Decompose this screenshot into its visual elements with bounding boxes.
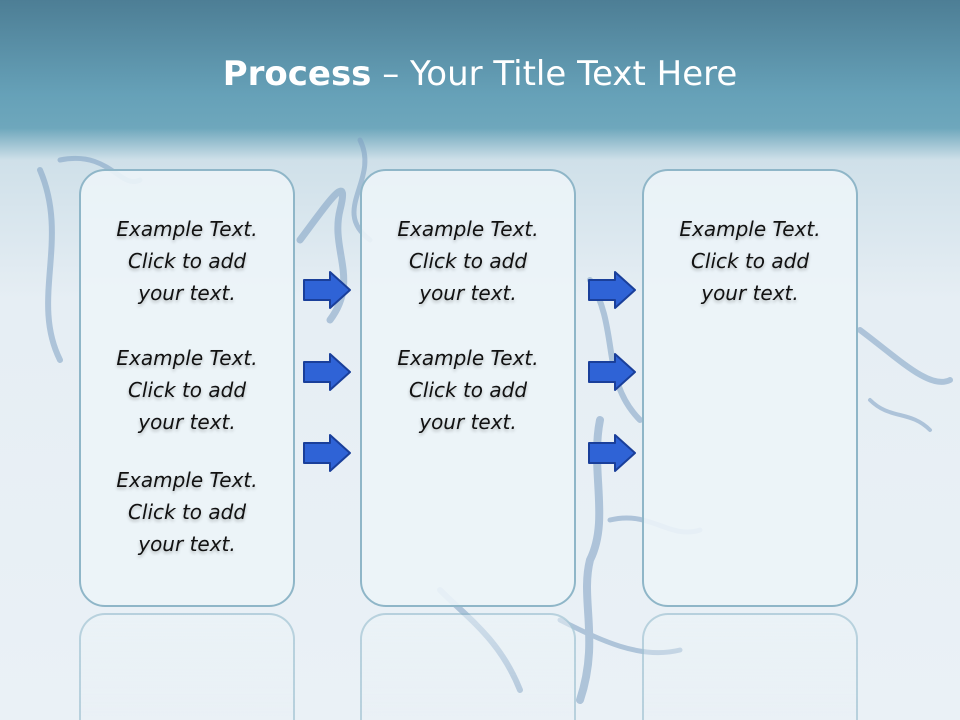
text-line: Example Text.	[116, 346, 258, 370]
arrow-right-icon[interactable]	[302, 433, 352, 473]
slide-title[interactable]: Process – Your Title Text Here	[0, 52, 960, 96]
text-line: Click to add	[408, 249, 528, 273]
arrow-right-icon[interactable]	[587, 352, 637, 392]
text-line: Click to add	[127, 378, 247, 402]
text-placeholder[interactable]: Example Text. Click to add your text.	[81, 342, 293, 438]
text-line: Click to add	[690, 249, 810, 273]
text-line: your text.	[419, 410, 517, 434]
text-line: your text.	[138, 410, 236, 434]
text-line: Example Text.	[397, 217, 539, 241]
title-text: – Your Title Text Here	[371, 54, 738, 94]
arrow-right-icon[interactable]	[587, 270, 637, 310]
text-placeholder[interactable]: Example Text. Click to add your text.	[362, 342, 574, 438]
text-placeholder[interactable]: Example Text. Click to add your text.	[81, 464, 293, 560]
panel-reflection	[642, 613, 858, 720]
process-panel-2: Example Text. Click to add your text. Ex…	[360, 169, 576, 607]
text-line: Example Text.	[679, 217, 821, 241]
arrow-right-icon[interactable]	[587, 433, 637, 473]
text-line: Example Text.	[116, 217, 258, 241]
text-line: your text.	[138, 532, 236, 556]
arrow-right-icon[interactable]	[302, 352, 352, 392]
panel-reflection	[79, 613, 295, 720]
text-line: Example Text.	[116, 468, 258, 492]
text-line: Click to add	[127, 249, 247, 273]
process-panel-3: Example Text. Click to add your text.	[642, 169, 858, 607]
text-line: your text.	[701, 281, 799, 305]
text-line: Click to add	[127, 500, 247, 524]
text-placeholder[interactable]: Example Text. Click to add your text.	[362, 213, 574, 309]
text-line: your text.	[419, 281, 517, 305]
title-keyword: Process	[222, 54, 372, 94]
process-panel-1: Example Text. Click to add your text. Ex…	[79, 169, 295, 607]
text-line: your text.	[138, 281, 236, 305]
arrow-right-icon[interactable]	[302, 270, 352, 310]
text-line: Example Text.	[397, 346, 539, 370]
text-placeholder[interactable]: Example Text. Click to add your text.	[644, 213, 856, 309]
panel-reflection	[360, 613, 576, 720]
text-line: Click to add	[408, 378, 528, 402]
text-placeholder[interactable]: Example Text. Click to add your text.	[81, 213, 293, 309]
